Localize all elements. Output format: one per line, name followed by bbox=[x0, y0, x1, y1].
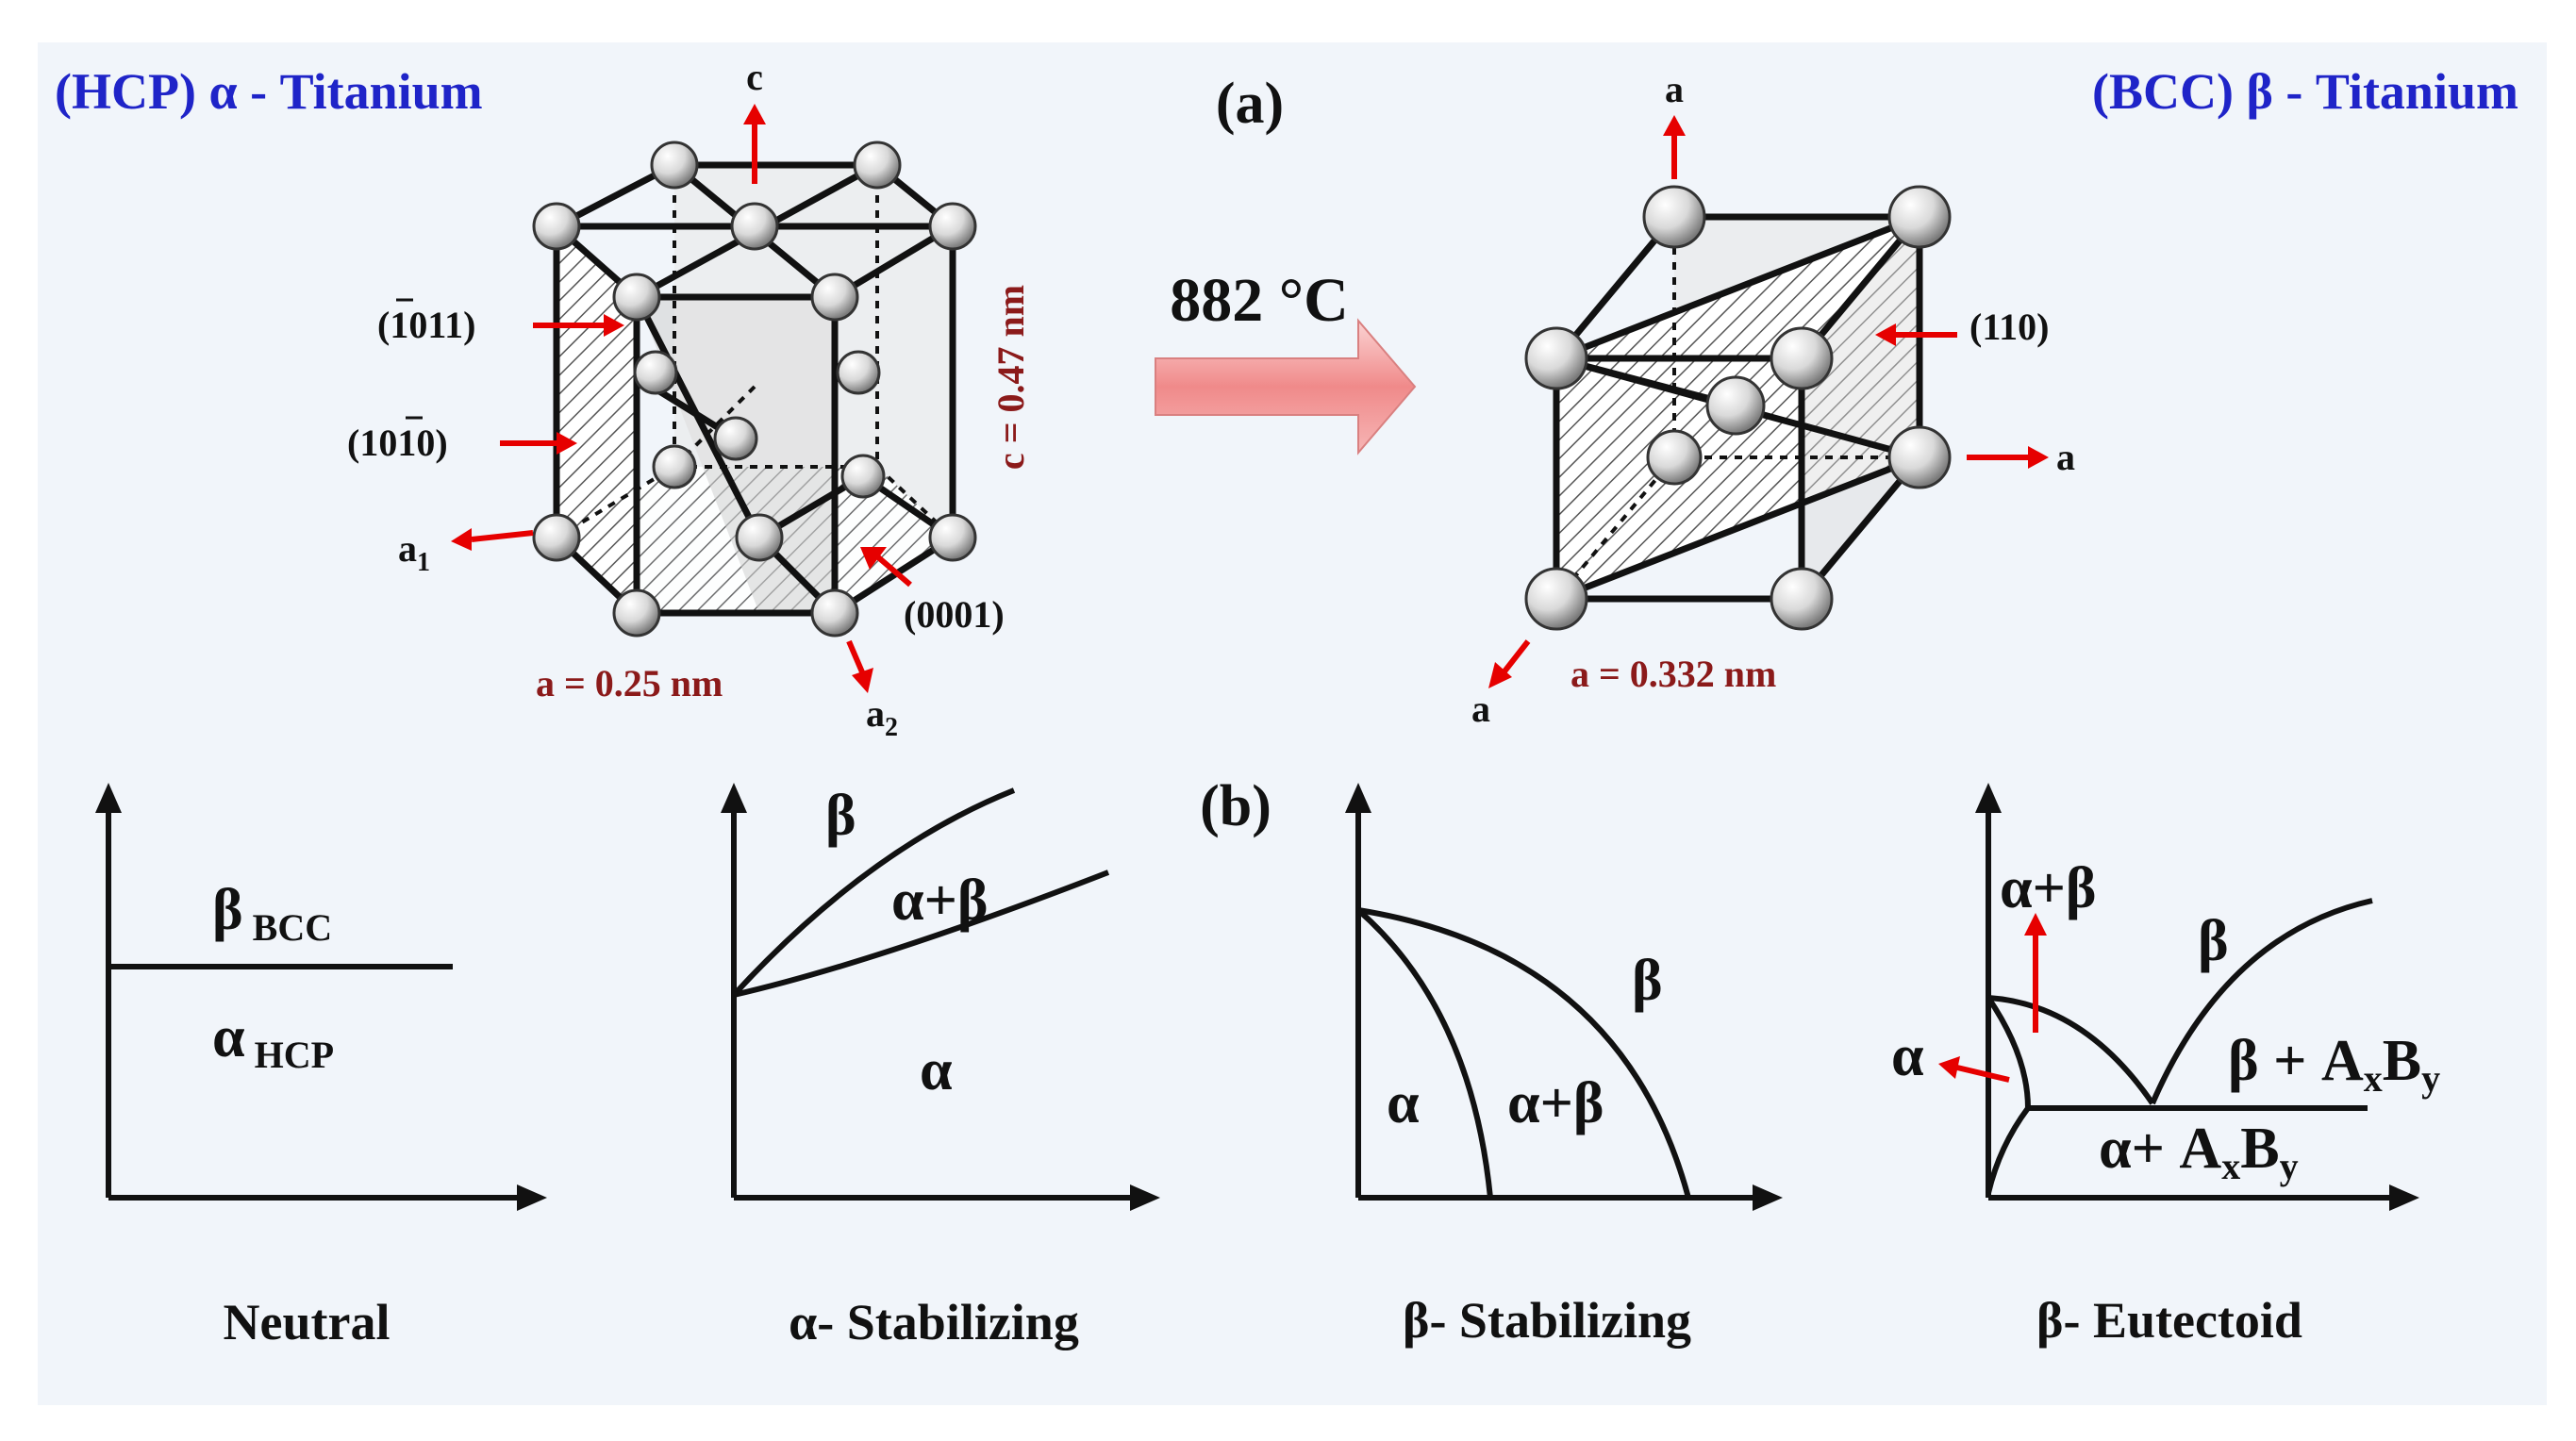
eutectoid-alpha-beta: α+β bbox=[2000, 856, 2097, 920]
caption-beta-stabilizing: β- Stabilizing bbox=[1403, 1292, 1691, 1349]
transition-temperature: 882 °C bbox=[1170, 266, 1349, 335]
eutectoid-beta: β bbox=[2198, 909, 2229, 973]
alpha-stab-upper-boundary bbox=[731, 787, 1016, 998]
hcp-axis-c: c bbox=[746, 56, 763, 98]
panel-b-label: (b) bbox=[1200, 774, 1271, 838]
beta-stab-transus bbox=[1357, 907, 1691, 1199]
eutectoid-left-liquidus bbox=[1987, 995, 2155, 1105]
hcp-atoms bbox=[532, 141, 977, 638]
eutectoid-alpha-solvus-lower bbox=[1986, 1106, 2031, 1194]
bcc-atoms bbox=[1524, 185, 1952, 631]
figure-background bbox=[38, 42, 2547, 1405]
hcp-red-arrows bbox=[451, 104, 912, 693]
diagram-beta-stabilizing: β α α+β β- Stabilizing bbox=[1345, 783, 1783, 1349]
hcp-lattice-c: c = 0.47 nm bbox=[989, 285, 1032, 470]
caption-neutral: Neutral bbox=[224, 1294, 391, 1350]
hcp-lattice-a: a = 0.25 nm bbox=[536, 662, 723, 704]
eutectoid-right-liquidus bbox=[2150, 898, 2373, 1105]
bcc-right-face bbox=[1802, 217, 1920, 599]
beta-stab-beta: β bbox=[1632, 949, 1663, 1013]
alpha-stab-alpha: α bbox=[920, 1038, 953, 1102]
hcp-plane-pyramidal: (1011) bbox=[377, 304, 475, 346]
eutectoid-beta-compound: β + AxBy bbox=[2228, 1029, 2440, 1100]
eutectoid-alpha-solvus-upper bbox=[1986, 996, 2031, 1109]
beta-stab-alpha-beta: α+β bbox=[1507, 1071, 1604, 1135]
alpha-stab-beta: β bbox=[825, 784, 856, 848]
bcc-title: (BCC) β - Titanium bbox=[2092, 63, 2518, 120]
diagram-beta-eutectoid: α+β β α β + AxBy α+ AxBy β- Eutectoid bbox=[1891, 783, 2440, 1349]
transition-arrow bbox=[1155, 318, 1417, 455]
panel-a: (HCP) α - Titanium (BCC) β - Titanium (a… bbox=[55, 56, 2518, 742]
eutectoid-alpha-compound: α+ AxBy bbox=[2099, 1117, 2299, 1187]
panel-a-label: (a) bbox=[1216, 72, 1284, 136]
diagram-alpha-stabilizing: β α+β α α- Stabilizing bbox=[721, 783, 1160, 1350]
beta-stab-alpha: α bbox=[1387, 1071, 1420, 1135]
bcc-lattice-a: a = 0.332 nm bbox=[1571, 653, 1776, 695]
caption-beta-eutectoid: β- Eutectoid bbox=[2036, 1292, 2302, 1349]
bcc-axis-right: a bbox=[2056, 436, 2075, 478]
eutectoid-alpha: α bbox=[1891, 1024, 1924, 1088]
hcp-plane-basal: (0001) bbox=[904, 593, 1005, 636]
bcc-red-arrows bbox=[1488, 115, 2049, 688]
bcc-axis-bottom: a bbox=[1471, 687, 1490, 730]
alpha-stab-lower-boundary bbox=[733, 870, 1110, 998]
caption-alpha-stabilizing: α- Stabilizing bbox=[789, 1294, 1079, 1350]
hcp-axis-a1: a1 bbox=[398, 527, 430, 577]
hcp-title: (HCP) α - Titanium bbox=[55, 63, 483, 120]
hcp-plane-prism: (1010) bbox=[347, 422, 448, 464]
alpha-stab-alpha-beta: α+β bbox=[891, 869, 989, 933]
hcp-axis-a2: a2 bbox=[866, 692, 898, 742]
beta-stab-alpha-boundary bbox=[1356, 907, 1493, 1199]
bcc-plane-110: (110) bbox=[1969, 306, 2049, 348]
bcc-axis-top: a bbox=[1665, 68, 1684, 110]
